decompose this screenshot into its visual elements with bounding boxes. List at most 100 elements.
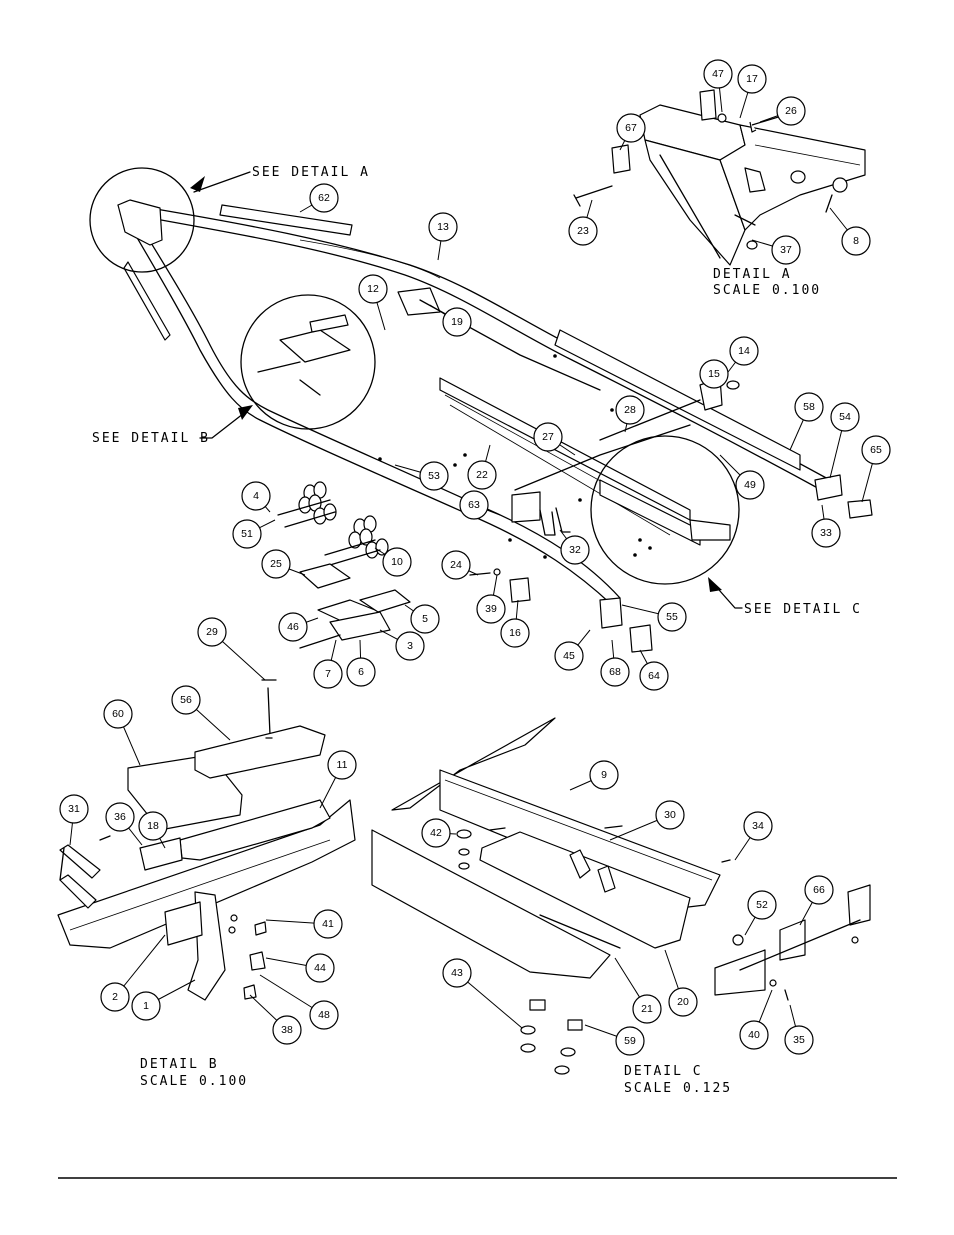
callout-circle [313, 659, 343, 689]
callout-circle [776, 96, 806, 126]
callout-40: 40 [739, 989, 773, 1050]
callout-circle [459, 490, 489, 520]
callout-circle [327, 750, 357, 780]
callout-circle [600, 657, 630, 687]
callout-number: 11 [337, 759, 348, 771]
see-detail-c-label: SEE DETAIL C [744, 602, 862, 617]
callout-number: 4 [253, 490, 259, 502]
callout-number: 33 [820, 527, 832, 539]
callout-circle [428, 212, 458, 242]
callout-circle [278, 612, 308, 642]
callout-number: 45 [563, 650, 575, 662]
callout-circle [743, 811, 773, 841]
callout-22: 22 [467, 444, 497, 490]
callout-circle [699, 359, 729, 389]
callout-36: 36 [105, 802, 143, 846]
callout-circle [737, 64, 767, 94]
callout-number: 30 [664, 809, 676, 821]
callout-63: 63 [459, 490, 501, 520]
callout-number: 5 [422, 613, 428, 625]
callout-62: 62 [299, 183, 339, 213]
callout-15: 15 [699, 359, 729, 389]
callout-number: 24 [450, 559, 462, 571]
callout-number: 15 [708, 368, 720, 380]
callout-circle [138, 811, 168, 841]
callout-17: 17 [737, 64, 767, 119]
callout-number: 38 [281, 1024, 293, 1036]
callout-circle [382, 547, 412, 577]
callout-1: 1 [131, 979, 196, 1021]
callout-circle [632, 994, 662, 1024]
callout-number: 48 [318, 1009, 330, 1021]
callout-number: 55 [666, 611, 678, 623]
callout-number: 63 [468, 499, 480, 511]
callout-24: 24 [441, 550, 479, 580]
callout-43: 43 [442, 958, 523, 1029]
see-detail-a-label: SEE DETAIL A [252, 165, 370, 180]
callout-6: 6 [346, 639, 376, 687]
callout-number: 53 [428, 470, 440, 482]
callout-circle [739, 1020, 769, 1050]
callout-64: 64 [639, 649, 669, 691]
callout-number: 32 [569, 544, 581, 556]
callout-number: 1 [143, 1000, 149, 1012]
callout-10: 10 [374, 547, 412, 577]
callout-12: 12 [358, 274, 388, 331]
callout-number: 12 [367, 283, 379, 295]
callout-circle [59, 794, 89, 824]
callout-circle [421, 818, 451, 848]
callout-59: 59 [584, 1024, 645, 1056]
callout-number: 28 [624, 404, 636, 416]
callout-number: 20 [677, 996, 689, 1008]
callout-circle [668, 987, 698, 1017]
callout-31: 31 [59, 794, 89, 846]
callout-number: 59 [624, 1035, 636, 1047]
callout-number: 23 [577, 225, 589, 237]
callout-number: 52 [756, 899, 768, 911]
callout-42: 42 [421, 818, 457, 848]
callout-51: 51 [232, 519, 276, 549]
callout-circle [309, 1000, 339, 1030]
callout-circle [615, 395, 645, 425]
callout-8: 8 [829, 207, 871, 256]
roller-parts [261, 481, 501, 736]
callout-circle [313, 909, 343, 939]
callout-4: 4 [241, 481, 271, 513]
detail-c-scale: SCALE 0.125 [624, 1081, 732, 1096]
callout-number: 41 [322, 918, 334, 930]
callout-number: 17 [746, 73, 758, 85]
callout-2: 2 [100, 934, 166, 1012]
callout-circle [568, 216, 598, 246]
callout-number: 31 [68, 803, 80, 815]
callout-circle [589, 760, 619, 790]
callout-28: 28 [615, 395, 645, 433]
callout-number: 14 [738, 345, 750, 357]
callout-circle [171, 685, 201, 715]
callout-circle [747, 890, 777, 920]
callout-number: 46 [287, 621, 299, 633]
callout-number: 51 [241, 528, 253, 540]
callout-60: 60 [103, 699, 141, 766]
callout-48: 48 [259, 974, 339, 1030]
callout-number: 47 [712, 68, 724, 80]
callout-23: 23 [568, 199, 598, 246]
callout-number: 65 [870, 444, 882, 456]
callout-circle [241, 481, 271, 511]
callout-circle [784, 1025, 814, 1055]
callout-47: 47 [703, 59, 733, 113]
callout-circle [560, 535, 590, 565]
callout-68: 68 [600, 639, 630, 687]
callout-37: 37 [751, 235, 801, 265]
detail-a-title: DETAIL A [713, 267, 792, 282]
callout-number: 22 [476, 469, 488, 481]
callout-circle [395, 631, 425, 661]
detail-b-scale: SCALE 0.100 [140, 1074, 248, 1089]
callout-circle [615, 1026, 645, 1056]
callout-49: 49 [719, 454, 765, 500]
callout-number: 68 [609, 666, 621, 678]
callout-circle [232, 519, 262, 549]
callout-30: 30 [609, 800, 685, 841]
callout-circle [441, 550, 471, 580]
callout-number: 8 [853, 235, 859, 247]
